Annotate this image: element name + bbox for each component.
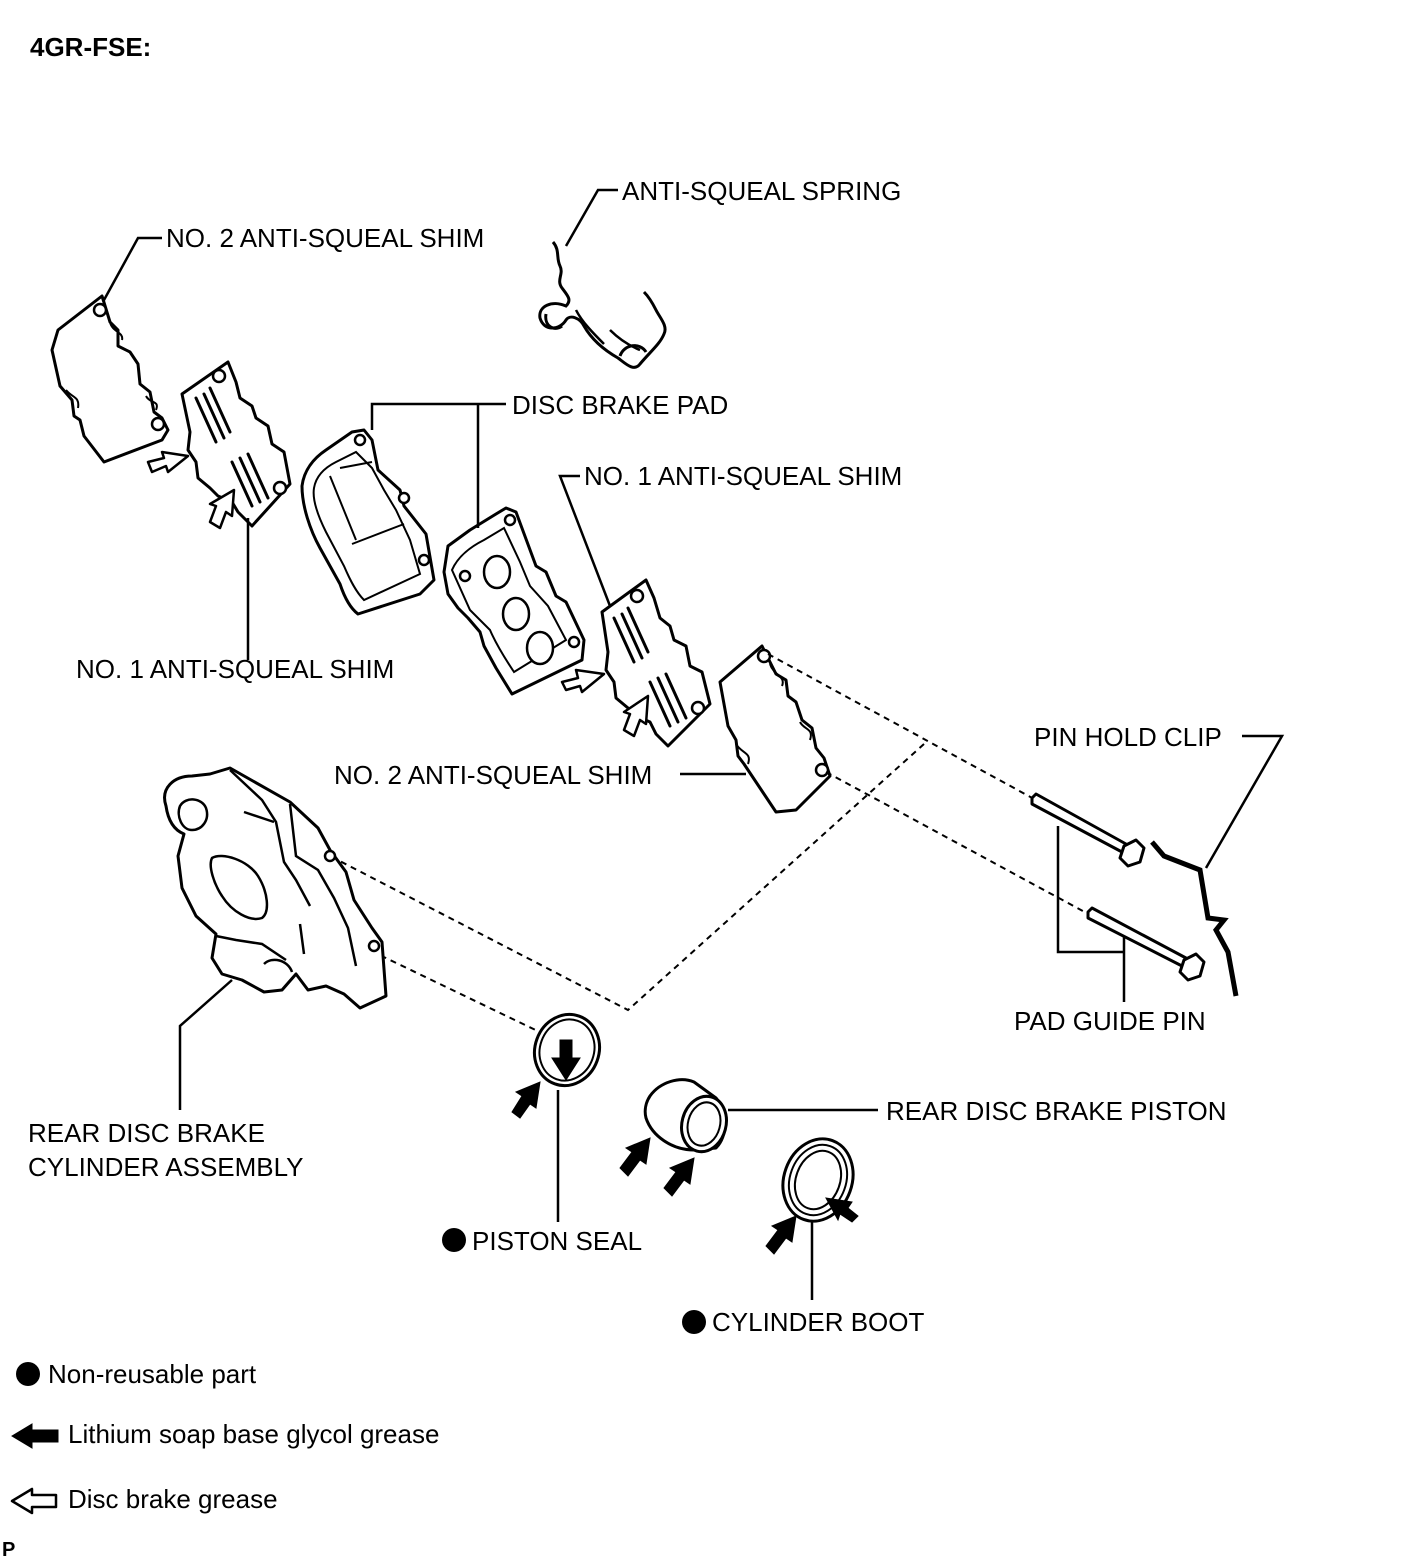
rear-disc-brake-cylinder-assembly-drawing bbox=[163, 766, 388, 1010]
shim-hole bbox=[272, 480, 288, 496]
no1-shim-left-drawing bbox=[180, 360, 292, 528]
disc-grease-arrow-icon bbox=[208, 488, 236, 530]
no1-shim-right-leader bbox=[558, 474, 612, 607]
pad-piston-spot bbox=[501, 596, 531, 632]
shim-hole bbox=[92, 302, 108, 318]
alignment-line bbox=[825, 771, 1093, 917]
shim-hole bbox=[150, 416, 166, 432]
legend: Non-reusable part Lithium soap base glyc… bbox=[10, 1359, 439, 1515]
pad-hole bbox=[567, 635, 581, 649]
pad-hole bbox=[458, 569, 472, 583]
pin-hold-clip-leader bbox=[1204, 734, 1285, 869]
no2-shim-top-leader bbox=[102, 236, 162, 301]
lithium-grease-arrow-icon bbox=[551, 1039, 581, 1081]
legend-disc-grease-text: Disc brake grease bbox=[68, 1484, 278, 1514]
pad-piston-spot bbox=[525, 630, 555, 666]
rear-disc-brake-piston-label: REAR DISC BRAKE PISTON bbox=[886, 1096, 1227, 1126]
lithium-grease-arrow-icon bbox=[825, 1197, 859, 1223]
shim-hole bbox=[629, 588, 645, 604]
lithium-grease-arrow-icon bbox=[663, 1157, 695, 1197]
shim-hole bbox=[211, 368, 227, 384]
cylinder-assembly-label-line2: CYLINDER ASSEMBLY bbox=[28, 1152, 304, 1182]
pad-guide-pin-label: PAD GUIDE PIN bbox=[1014, 1006, 1206, 1036]
alignment-line bbox=[767, 653, 1037, 801]
non-reusable-dot-icon bbox=[682, 1310, 706, 1334]
non-reusable-dot-icon bbox=[442, 1228, 466, 1252]
legend-lithium-grease-text: Lithium soap base glycol grease bbox=[68, 1419, 439, 1449]
no2-shim-top-drawing bbox=[50, 294, 170, 464]
caliper-hole bbox=[323, 849, 337, 863]
pad-hole bbox=[503, 513, 517, 527]
legend-non-reusable-text: Non-reusable part bbox=[48, 1359, 257, 1389]
anti-squeal-spring-drawing bbox=[538, 241, 667, 369]
pin-hold-clip-drawing bbox=[1150, 840, 1239, 997]
lithium-grease-arrow-icon bbox=[619, 1137, 651, 1177]
shim-hole bbox=[814, 762, 830, 778]
disc-brake-pad-front-drawing bbox=[300, 428, 436, 616]
disc-grease-arrow-icon bbox=[622, 694, 650, 738]
engine-code-title: 4GR-FSE: bbox=[30, 32, 151, 62]
alignment-line bbox=[329, 743, 925, 1012]
no2-shim-mid-label: NO. 2 ANTI-SQUEAL SHIM bbox=[334, 760, 652, 790]
shim-hole bbox=[756, 648, 772, 664]
pad-hole bbox=[353, 433, 367, 447]
pad-guide-pin-lower-drawing bbox=[1086, 906, 1206, 982]
no2-shim-top-label: NO. 2 ANTI-SQUEAL SHIM bbox=[166, 223, 484, 253]
no1-shim-left-label: NO. 1 ANTI-SQUEAL SHIM bbox=[76, 654, 394, 684]
legend-disc-grease-arrow-icon bbox=[10, 1487, 58, 1515]
cylinder-assembly-leader bbox=[178, 979, 233, 1110]
rear-disc-brake-piston-drawing bbox=[643, 1078, 728, 1154]
no1-shim-right-drawing bbox=[600, 578, 712, 748]
disc-brake-pad-rear-drawing bbox=[442, 506, 586, 696]
shim-hole bbox=[690, 700, 706, 716]
caliper-hole bbox=[367, 939, 381, 953]
disc-brake-pad-leader bbox=[370, 402, 506, 528]
no2-shim-mid-drawing bbox=[718, 644, 832, 814]
spring-leader-line bbox=[564, 188, 618, 247]
footer-code: P bbox=[2, 1539, 15, 1561]
disc-grease-arrow-icon bbox=[560, 668, 606, 694]
piston-seal-label: PISTON SEAL bbox=[472, 1226, 642, 1256]
legend-non-reusable-dot-icon bbox=[16, 1362, 40, 1386]
legend-lithium-grease-arrow-icon bbox=[11, 1423, 59, 1449]
disc-brake-pad-label: DISC BRAKE PAD bbox=[512, 390, 728, 420]
no1-shim-right-label: NO. 1 ANTI-SQUEAL SHIM bbox=[584, 461, 902, 491]
pad-guide-pin-leader bbox=[1056, 826, 1126, 1002]
pin-hold-clip-label: PIN HOLD CLIP bbox=[1034, 722, 1222, 752]
pad-hole bbox=[417, 553, 431, 567]
lithium-grease-arrow-icon bbox=[765, 1215, 797, 1255]
pad-guide-pin-upper-drawing bbox=[1030, 792, 1146, 868]
lithium-grease-arrow-icon bbox=[511, 1081, 541, 1119]
cylinder-assembly-label-line1: REAR DISC BRAKE bbox=[28, 1118, 265, 1148]
cylinder-boot-label: CYLINDER BOOT bbox=[712, 1307, 924, 1337]
anti-squeal-spring-label: ANTI-SQUEAL SPRING bbox=[622, 176, 901, 206]
pad-hole bbox=[397, 491, 411, 505]
disc-grease-arrow-icon bbox=[146, 450, 190, 474]
pad-piston-spot bbox=[482, 554, 512, 590]
